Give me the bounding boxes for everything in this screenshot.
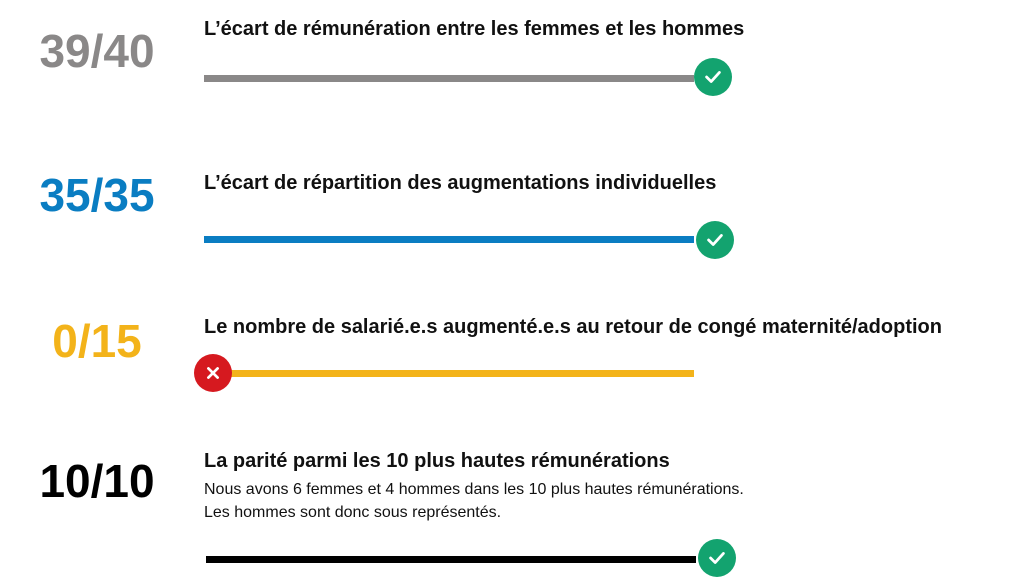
title-individual-raises: L’écart de répartition des augmentations…	[204, 172, 717, 194]
title-maternity-return: Le nombre de salarié.e.s augmenté.e.s au…	[204, 316, 942, 338]
title-top-ten-parity: La parité parmi les 10 plus hautes rémun…	[204, 450, 670, 472]
description-line-1: Nous avons 6 femmes et 4 hommes dans les…	[204, 481, 744, 498]
check-icon	[694, 58, 732, 96]
score-individual-raises: 35/35	[39, 169, 155, 221]
progress-bar-individual-raises	[204, 236, 694, 243]
check-icon	[696, 221, 734, 259]
progress-bar-top-ten-parity	[206, 556, 696, 563]
description-line-2: Les hommes sont donc sous représentés.	[204, 504, 502, 521]
check-icon	[698, 539, 736, 577]
cross-icon	[194, 354, 232, 392]
score-top-ten-parity: 10/10	[39, 455, 155, 507]
score-remuneration-gap: 39/40	[39, 25, 155, 77]
title-remuneration-gap: L’écart de rémunération entre les femmes…	[204, 18, 745, 40]
score-maternity-return: 0/15	[52, 315, 142, 367]
progress-bar-remuneration-gap	[204, 75, 694, 82]
progress-bar-maternity-return	[204, 370, 694, 377]
